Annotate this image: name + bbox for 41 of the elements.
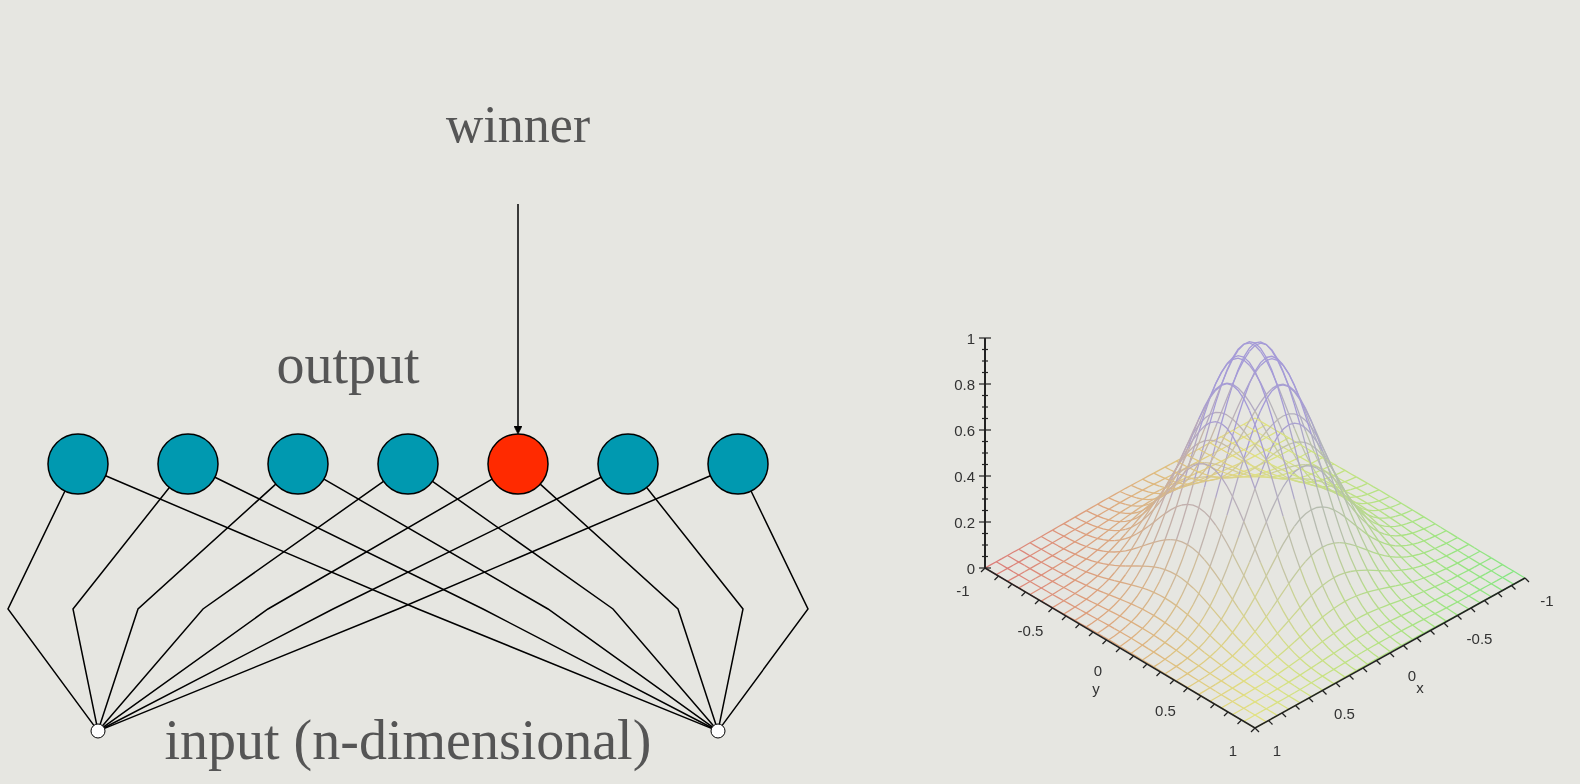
connector	[539, 483, 717, 726]
tick-label: 1	[1272, 742, 1282, 759]
arrow	[513, 203, 523, 435]
tick-label: 1	[1228, 742, 1238, 759]
node-circle	[707, 433, 769, 495]
node-dot	[90, 723, 106, 739]
connector	[214, 476, 713, 729]
tick-label: 0.8	[954, 376, 975, 393]
tick-label: 0	[1407, 667, 1417, 684]
connector	[72, 486, 171, 725]
tick-label: 0.5	[1155, 702, 1176, 719]
tick-label: -0.5	[1466, 629, 1493, 647]
axis-label: x	[1416, 679, 1424, 696]
connector	[103, 476, 602, 729]
node-circle	[377, 433, 439, 495]
tick-label: 0	[966, 560, 975, 577]
tick-label: 0	[1093, 662, 1103, 679]
tick-label: 0.4	[954, 468, 975, 485]
tick-label: 1	[966, 330, 975, 347]
connector	[431, 480, 715, 727]
tick-label: -1	[1540, 592, 1554, 609]
tick-label: -1	[956, 582, 970, 599]
connector	[721, 490, 809, 727]
tick-label: -0.5	[1017, 622, 1044, 639]
node-circle	[157, 433, 219, 495]
connector	[645, 486, 744, 725]
node-circle	[597, 433, 659, 495]
connector	[102, 478, 493, 728]
tick-label: 0.6	[954, 422, 975, 439]
connector	[323, 478, 714, 728]
connector	[101, 480, 385, 727]
node-circle	[267, 433, 329, 495]
connector	[99, 483, 277, 726]
tick-label: 0.5	[1334, 704, 1355, 722]
connector	[7, 490, 95, 727]
tick-label: 0.2	[954, 514, 975, 531]
node-dot	[710, 723, 726, 739]
node-circle	[47, 433, 109, 495]
node-circle	[487, 433, 549, 495]
node-text: winner	[445, 96, 591, 153]
axis-label: y	[1092, 680, 1100, 697]
